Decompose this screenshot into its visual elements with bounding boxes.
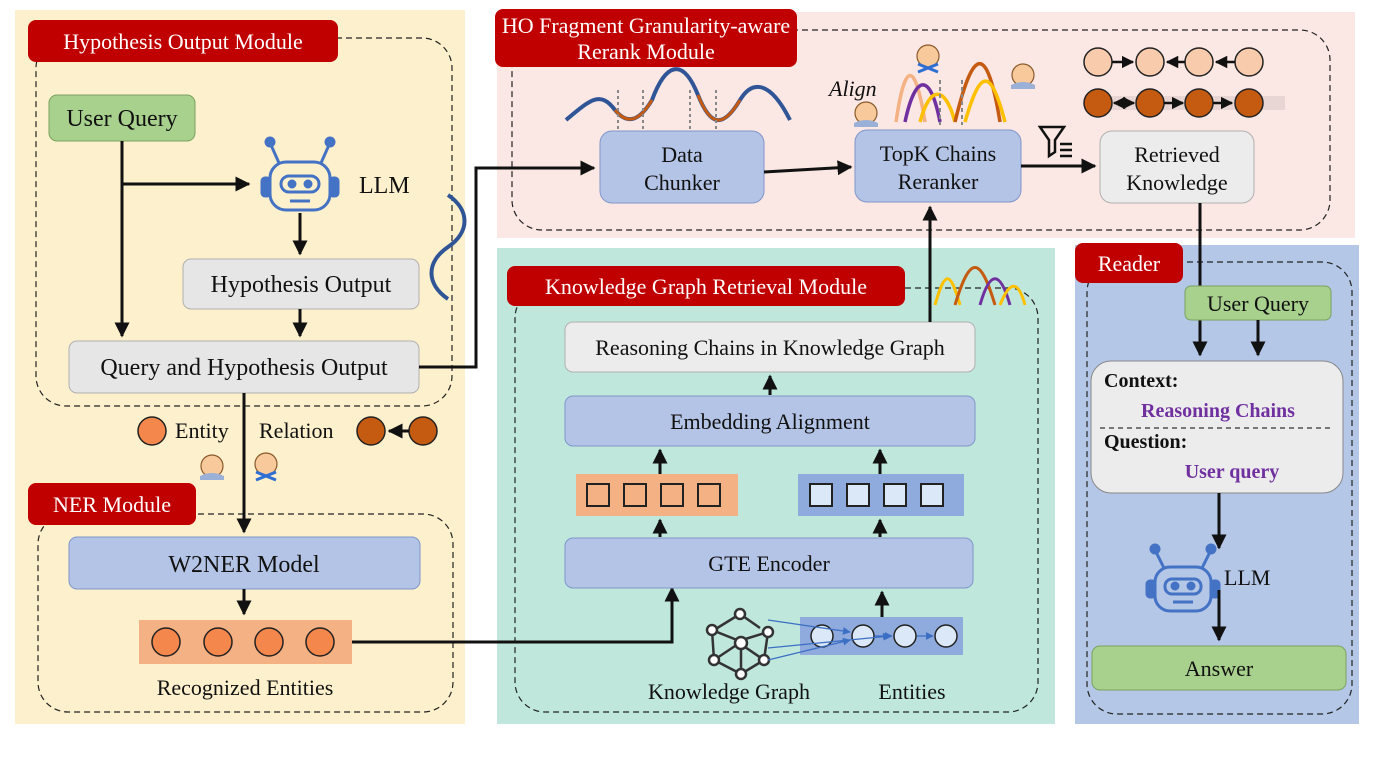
svg-text:Query and Hypothesis Output: Query and Hypothesis Output — [100, 355, 388, 381]
question-value: User query — [1185, 461, 1280, 483]
svg-text:Answer: Answer — [1185, 656, 1254, 681]
align-label: Align — [827, 76, 877, 101]
knowledge-graph-label: Knowledge Graph — [648, 679, 810, 704]
context-label: Context: — [1104, 370, 1178, 392]
reader-robot-icon — [1145, 543, 1221, 613]
retrieved-knowledge-box: Retrieved Knowledge — [1099, 130, 1255, 204]
entities-strip — [767, 617, 963, 661]
w2ner-model-box: W2NER Model — [68, 536, 421, 590]
reader-prompt-box: Context: Reasoning Chains Question: User… — [1090, 360, 1344, 494]
kg-module-label: Knowledge Graph Retrieval Module — [507, 266, 905, 306]
person-ok-icon — [200, 454, 224, 480]
person-ok-icon-rerank — [1011, 63, 1035, 89]
svg-text:Relation: Relation — [259, 418, 334, 443]
person-no-icon-rerank — [916, 44, 940, 74]
svg-text:TopK Chains: TopK Chains — [880, 141, 996, 166]
svg-text:Reader: Reader — [1098, 251, 1161, 276]
person-ok-icon-align — [854, 101, 878, 127]
rerank-module-border — [511, 29, 1331, 231]
reader-llm-label: LLM — [1224, 565, 1270, 590]
rerank-module-label: HO Fragment Granularity-aware Rerank Mod… — [495, 9, 797, 67]
svg-text:Knowledge Graph Retrieval Modu: Knowledge Graph Retrieval Module — [545, 274, 867, 299]
aligned-distributions-icon — [894, 62, 1007, 125]
svg-text:W2NER Model: W2NER Model — [168, 552, 320, 578]
svg-text:User Query: User Query — [1207, 291, 1309, 316]
reader-module-label: Reader — [1075, 243, 1183, 283]
svg-text:Entity: Entity — [175, 418, 229, 443]
ner-module-label: NER Module — [28, 483, 196, 525]
entities-to-encoder-arrow — [352, 586, 680, 644]
svg-text:HO Fragment Granularity-aware: HO Fragment Granularity-aware — [502, 13, 790, 38]
svg-text:Chunker: Chunker — [644, 170, 720, 195]
svg-text:Retrieved: Retrieved — [1134, 142, 1220, 167]
hypothesis-module-border — [35, 37, 453, 407]
svg-text:Data: Data — [661, 142, 703, 167]
kg-distribution-icon — [933, 266, 1027, 306]
answer-box: Answer — [1091, 645, 1347, 691]
svg-text:Hypothesis Output: Hypothesis Output — [211, 272, 392, 298]
embedding-alignment-box: Embedding Alignment — [564, 395, 976, 447]
filter-icon — [1037, 125, 1072, 159]
reader-module-border — [1086, 261, 1353, 715]
chunked-curve-icon — [564, 67, 792, 135]
query-and-hypothesis-box: Query and Hypothesis Output — [68, 340, 420, 394]
recognized-entities-strip — [139, 620, 352, 664]
hypothesis-module-label: Hypothesis Output Module — [28, 20, 338, 62]
reader-user-query-box: User Query — [1184, 285, 1332, 321]
entities-label: Entities — [878, 679, 945, 704]
svg-text:Reasoning Chains in Knowledge: Reasoning Chains in Knowledge Graph — [595, 335, 945, 360]
chunker-to-reranker-arrow — [763, 160, 853, 176]
retrieved-chains-icon — [1083, 47, 1285, 118]
data-chunker-box: Data Chunker — [599, 130, 765, 204]
svg-text:GTE Encoder: GTE Encoder — [708, 551, 830, 576]
svg-text:Knowledge: Knowledge — [1126, 170, 1227, 195]
hypothesis-output-box: Hypothesis Output — [182, 258, 420, 310]
legend: Entity Relation — [137, 416, 438, 446]
topk-chains-reranker-box: TopK Chains Reranker — [854, 129, 1022, 203]
gte-encoder-box: GTE Encoder — [564, 537, 974, 589]
context-value: Reasoning Chains — [1141, 400, 1295, 422]
question-label: Question: — [1104, 431, 1187, 453]
reasoning-chains-kg-box: Reasoning Chains in Knowledge Graph — [564, 321, 976, 373]
entity-legend-icon — [137, 416, 167, 446]
svg-text:Embedding Alignment: Embedding Alignment — [670, 409, 870, 434]
ner-module-border — [37, 513, 454, 713]
entity-embedding-vector — [798, 474, 964, 516]
svg-text:Rerank Module: Rerank Module — [577, 39, 714, 64]
user-query-box: User Query — [48, 94, 196, 142]
hypothesis-flow-arrows — [114, 141, 596, 534]
svg-text:User Query: User Query — [66, 106, 177, 132]
svg-text:Hypothesis Output Module: Hypothesis Output Module — [63, 29, 303, 54]
query-embedding-vector — [576, 474, 738, 516]
svg-text:NER Module: NER Module — [53, 492, 171, 517]
recognized-entities-label: Recognized Entities — [157, 675, 334, 700]
svg-text:Reranker: Reranker — [898, 169, 979, 194]
knowledge-graph-icon — [705, 607, 775, 681]
robot-icon — [260, 136, 340, 212]
person-no-icon — [254, 452, 278, 482]
llm-label: LLM — [359, 173, 410, 199]
relation-legend-icon — [356, 416, 386, 446]
distribution-wave-icon — [429, 193, 467, 301]
